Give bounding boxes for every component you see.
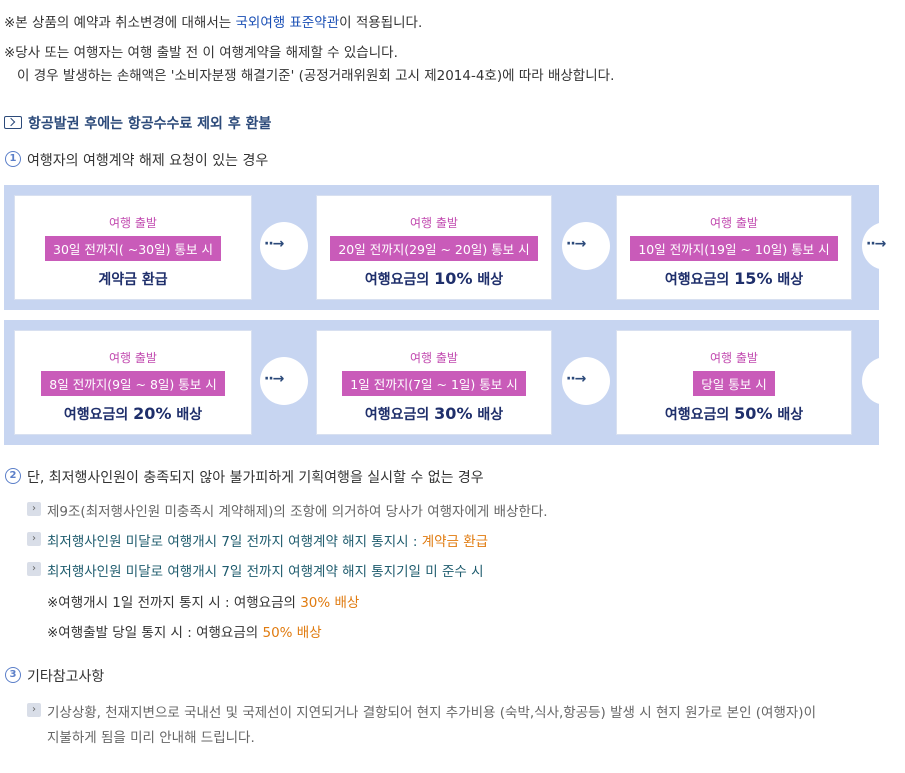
card-label: 여행 출발 xyxy=(410,351,458,365)
refund-card: 여행 출발 1일 전까지(7일 ~ 1일) 통보 시 여행요금의 30% 배상 xyxy=(316,330,552,435)
chevron-right-icon: › xyxy=(27,703,41,717)
bullet-text: 기상상황, 천재지변으로 국내선 및 국제선이 지연되거나 결항되어 현지 추가… xyxy=(47,705,816,721)
heading-2: 단, 최저행사인원이 충족되지 않아 불가피하게 기획여행을 실시할 수 없는 … xyxy=(27,470,484,486)
refund-card: 여행 출발 20일 전까지(29일 ~ 20일) 통보 시 여행요금의 10% … xyxy=(316,195,552,300)
arrow-right-icon: ··→ xyxy=(562,222,610,270)
card-result: 여행요금의 10% 배상 xyxy=(364,269,504,288)
card-period: 당일 통보 시 xyxy=(693,371,775,396)
chevron-right-icon: › xyxy=(27,532,41,546)
card-period: 10일 전까지(19일 ~ 10일) 통보 시 xyxy=(630,236,838,261)
arrow-right-icon: ··→ xyxy=(862,222,905,270)
sub-note: ※여행개시 1일 전까지 통지 시 : 여행요금의 30% 배상 xyxy=(47,595,360,611)
notice-text: 이 적용됩니다. xyxy=(339,15,423,31)
number-2-icon: 2 xyxy=(5,468,21,484)
arrow-right-icon: ··→ xyxy=(260,357,308,405)
chevron-right-icon: › xyxy=(27,502,41,516)
notice-line-3: 이 경우 발생하는 손해액은 '소비자분쟁 해결기준' (공정거래위원회 고시 … xyxy=(17,68,615,84)
card-result: 여행요금의 15% 배상 xyxy=(664,269,804,288)
heading-3: 기타참고사항 xyxy=(27,669,105,685)
number-3-icon: 3 xyxy=(5,667,21,683)
card-result: 여행요금의 20% 배상 xyxy=(63,404,203,423)
card-label: 여행 출발 xyxy=(710,351,758,365)
card-period: 8일 전까지(9일 ~ 8일) 통보 시 xyxy=(41,371,225,396)
notice-line-1: ※본 상품의 예약과 취소변경에 대해서는 국외여행 표준약관이 적용됩니다. xyxy=(4,11,422,31)
notice-line-2: ※당사 또는 여행자는 여행 출발 전 이 여행계약을 해제할 수 있습니다. xyxy=(4,45,398,61)
refund-card: 여행 출발 8일 전까지(9일 ~ 8일) 통보 시 여행요금의 20% 배상 xyxy=(14,330,252,435)
refund-card: 여행 출발 당일 통보 시 여행요금의 50% 배상 xyxy=(616,330,852,435)
card-label: 여행 출발 xyxy=(710,216,758,230)
card-result: 여행요금의 50% 배상 xyxy=(664,404,804,423)
arrow-right-icon: ··→ xyxy=(562,357,610,405)
card-result: 계약금 환급 xyxy=(98,272,168,288)
section-title: 항공발권 후에는 항공수수료 제외 후 환불 xyxy=(28,116,272,132)
arrow-right-icon: ··→ xyxy=(260,222,308,270)
bullet-text: 제9조(최저행사인원 미충족시 계약해제)의 조항에 의거하여 당사가 여행자에… xyxy=(47,504,548,520)
refund-card: 여행 출발 30일 전까지( ~30일) 통보 시 계약금 환급 xyxy=(14,195,252,300)
card-period: 30일 전까지( ~30일) 통보 시 xyxy=(45,236,221,261)
card-label: 여행 출발 xyxy=(109,216,157,230)
card-period: 1일 전까지(7일 ~ 1일) 통보 시 xyxy=(342,371,526,396)
refund-card: 여행 출발 10일 전까지(19일 ~ 10일) 통보 시 여행요금의 15% … xyxy=(616,195,852,300)
bullet-text: 지불하게 됨을 미리 안내해 드립니다. xyxy=(47,730,255,746)
card-result: 여행요금의 30% 배상 xyxy=(364,404,504,423)
ticket-icon xyxy=(4,116,22,129)
card-label: 여행 출발 xyxy=(109,351,157,365)
bullet-text: 최저행사인원 미달로 여행개시 7일 전까지 여행계약 해지 통지시 : 계약금… xyxy=(47,534,489,550)
number-1-icon: 1 xyxy=(5,151,21,167)
chevron-right-icon: › xyxy=(27,562,41,576)
terms-link[interactable]: 국외여행 표준약관 xyxy=(235,15,340,31)
card-label: 여행 출발 xyxy=(410,216,458,230)
sub-note: ※여행출발 당일 통지 시 : 여행요금의 50% 배상 xyxy=(47,625,322,641)
card-period: 20일 전까지(29일 ~ 20일) 통보 시 xyxy=(330,236,538,261)
heading-1: 여행자의 여행계약 해제 요청이 있는 경우 xyxy=(27,153,269,169)
bullet-text: 최저행사인원 미달로 여행개시 7일 전까지 여행계약 해지 통지기일 미 준수… xyxy=(47,564,484,580)
notice-text: ※본 상품의 예약과 취소변경에 대해서는 xyxy=(4,15,236,31)
